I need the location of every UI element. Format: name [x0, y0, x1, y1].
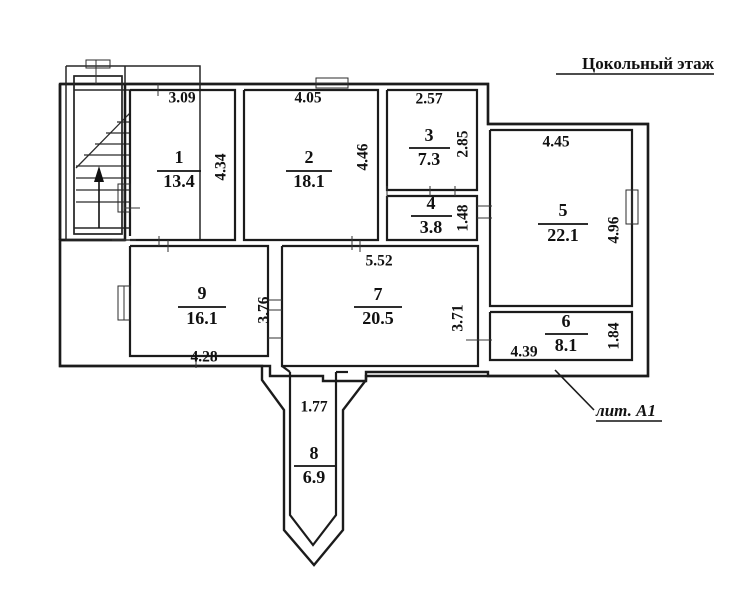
door-openings [95, 60, 492, 368]
room-number: 2 [305, 147, 314, 167]
dim-height-room4: 1.48 [455, 204, 472, 231]
room-area: 13.4 [163, 171, 195, 191]
dim-height-room6: 1.84 [606, 322, 623, 349]
room-number: 4 [427, 193, 436, 213]
dim-width-room1: 3.09 [168, 90, 195, 107]
room-number: 7 [374, 284, 383, 304]
page-title: Цокольный этаж [582, 54, 715, 73]
dim-height-room5: 4.96 [606, 216, 623, 243]
room-area: 22.1 [547, 225, 579, 245]
room-number: 6 [562, 311, 571, 331]
dim-width-room6: 4.39 [510, 344, 537, 361]
exterior-walls [58, 82, 650, 567]
dim-width-room9: 4.28 [190, 349, 217, 366]
dim-width-room3: 2.57 [415, 91, 442, 108]
room-area: 16.1 [186, 308, 218, 328]
litera-label: лит. А1 [595, 401, 656, 420]
dim-height-room7: 3.71 [450, 304, 467, 331]
dim-height-room9: 3.76 [256, 296, 273, 323]
room-area: 18.1 [293, 171, 325, 191]
dim-height-room1: 4.34 [213, 153, 230, 180]
dim-width-room8: 1.77 [300, 399, 327, 416]
room-area: 6.9 [303, 467, 326, 487]
plan-title-group: Цокольный этаж [556, 54, 715, 75]
window-symbol-left-room9 [117, 285, 131, 321]
room-label-7: 7 20.5 [354, 284, 402, 328]
room-area: 8.1 [555, 335, 578, 355]
dim-width-room5: 4.45 [542, 134, 569, 151]
interior-walls [85, 59, 639, 547]
room-area: 20.5 [362, 308, 394, 328]
room-area: 3.8 [420, 217, 443, 237]
litera-callout: лит. А1 [554, 369, 662, 422]
room-label-2: 2 18.1 [286, 147, 332, 191]
room-label-1: 1 13.4 [157, 147, 201, 191]
room-number: 1 [175, 147, 184, 167]
window-symbol-stairhall-top [85, 59, 111, 69]
room-label-3: 3 7.3 [409, 125, 450, 169]
room-number: 9 [198, 283, 207, 303]
dim-height-room3: 2.85 [455, 130, 472, 157]
room-label-5: 5 22.1 [538, 200, 588, 245]
dim-width-room7: 5.52 [365, 253, 392, 270]
room-area: 7.3 [418, 149, 441, 169]
window-symbol-left-room1 [117, 183, 131, 213]
window-symbol-right-room5 [625, 189, 639, 225]
litera-leader-line [554, 369, 595, 411]
up-direction-arrow-icon [94, 166, 104, 228]
window-symbol-top-room2 [315, 77, 349, 89]
room-number: 5 [559, 200, 568, 220]
room-label-6: 6 8.1 [545, 311, 588, 355]
room-label-9: 9 16.1 [178, 283, 226, 328]
dim-width-room2: 4.05 [294, 90, 321, 107]
room-label-4: 4 3.8 [411, 193, 452, 237]
room-label-8: 8 6.9 [294, 443, 335, 487]
dim-height-room2: 4.46 [355, 143, 372, 170]
room-number: 3 [425, 125, 434, 145]
room-number: 8 [310, 443, 319, 463]
